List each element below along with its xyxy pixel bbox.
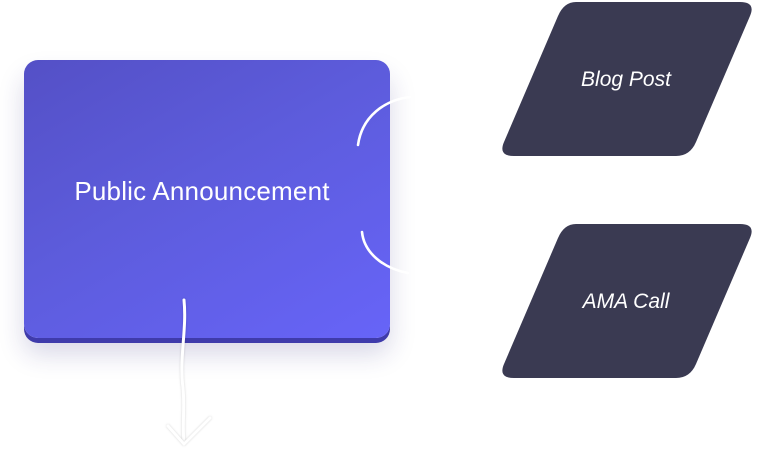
blog-post-node[interactable]	[502, 2, 752, 156]
public-announcement-node[interactable]: Public Announcement	[24, 60, 390, 338]
blog-post-label: Blog Post	[581, 68, 671, 91]
ama-call-node[interactable]	[502, 224, 752, 378]
public-announcement-label: Public Announcement	[74, 175, 330, 206]
ama-call-label: AMA Call	[582, 290, 670, 313]
